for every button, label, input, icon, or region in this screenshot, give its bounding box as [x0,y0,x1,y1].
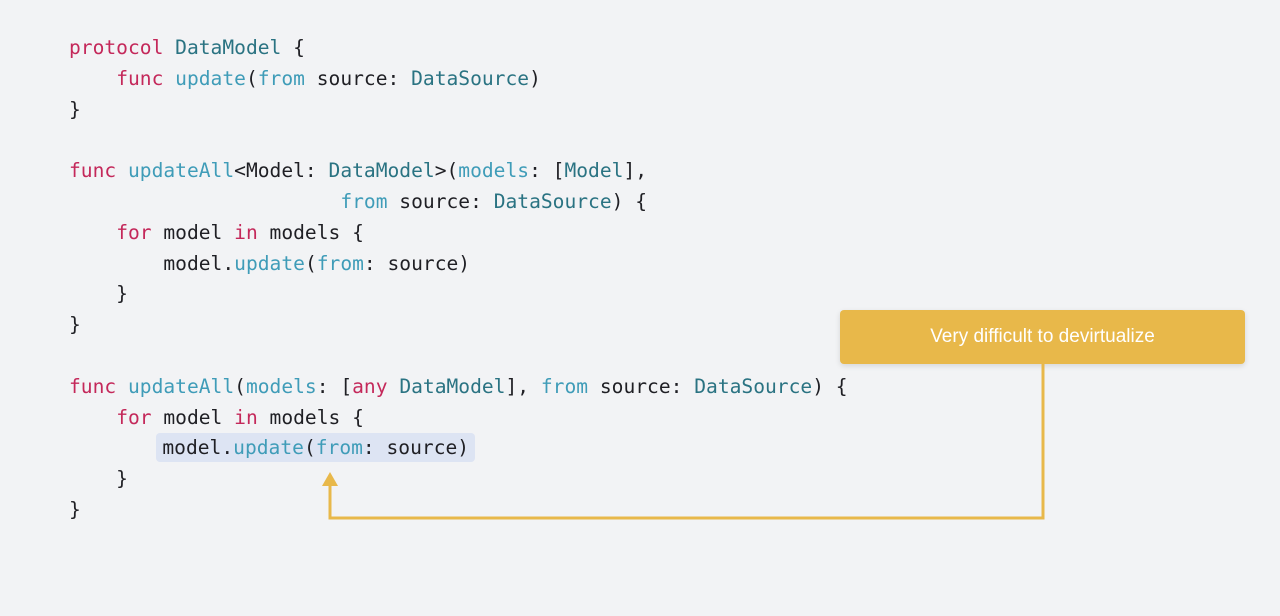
highlighted-call: model.update(from: source) [156,433,476,463]
code-line: model.update(from: source) [69,249,848,280]
code-text: >( [434,159,459,183]
code-line: func updateAll<Model: DataModel>(models:… [69,156,848,187]
code-text: source: [304,66,412,90]
code-identifier: update [234,251,305,275]
code-line: } [69,464,848,495]
code-text: source: [387,189,494,213]
code-identifier: from [340,189,388,213]
code-identifier: update [175,66,246,90]
callout-text: Very difficult to devirtualize [930,326,1155,347]
arrow-head-icon [322,472,338,486]
code-line: for model in models { [69,403,848,434]
code-keyword: in [234,405,258,429]
code-text: model [151,220,235,244]
code-line: protocol DataModel { [69,33,848,64]
code-text: } [69,97,81,121]
code-block: protocol DataModel { func update(from so… [69,33,848,526]
code-keyword: any [352,374,388,398]
code-line: } [69,279,848,310]
code-line: } [69,95,848,126]
code-text: ( [303,436,316,460]
code-identifier: updateAll [127,374,235,398]
code-type: DataSource [694,374,813,398]
code-text: model. [69,251,235,275]
code-type: DataModel [399,374,506,398]
code-text: model. [162,436,234,460]
code-text: : source) [363,251,471,275]
code-text: ], [623,159,648,183]
code-identifier: models [458,159,530,183]
code-keyword: protocol [69,36,164,59]
code-text: model [151,405,235,429]
code-line: model.update(from: source) [69,433,848,464]
code-line: } [69,495,848,526]
code-type: DataModel [175,36,282,59]
code-text: : [ [529,159,565,183]
code-identifier: from [257,66,305,90]
code-identifier: from [315,436,363,460]
code-text: : [ [316,374,353,398]
code-text: <Model: [234,159,329,183]
code-keyword: in [234,220,258,244]
code-text: models { [257,220,364,244]
callout-box: Very difficult to devirtualize [840,310,1245,364]
code-line: func updateAll(models: [any DataModel], … [69,372,848,403]
code-identifier: from [316,251,364,275]
code-identifier: models [245,374,317,398]
code-text: ) { [611,189,648,213]
code-text: } [69,313,81,337]
code-identifier: update [233,436,304,460]
code-text: models { [257,405,364,429]
code-text: ], [505,374,541,398]
code-line: for model in models { [69,218,848,249]
code-text: ( [245,66,258,90]
code-type: DataSource [493,189,612,213]
code-line: func update(from source: DataSource) [69,64,848,95]
code-line: from source: DataSource) { [69,187,848,218]
code-keyword: for [116,220,152,244]
code-text: ( [234,374,246,398]
code-text: ) [529,66,541,90]
code-identifier: updateAll [127,159,235,183]
code-type: Model [564,159,624,183]
code-text: ( [304,251,317,275]
code-text: } [69,282,128,306]
code-keyword: for [116,405,152,429]
code-line: } [69,310,848,341]
code-identifier: from [540,374,589,398]
code-keyword: func [69,159,117,183]
code-text: } [69,467,128,491]
code-type: DataSource [411,66,530,90]
code-keyword: func [69,374,117,398]
code-text: } [69,497,81,521]
code-text: source: [588,374,695,398]
code-text: ) { [812,374,848,398]
code-text: : source) [362,436,470,460]
code-type: DataModel [328,159,435,183]
code-keyword: func [116,66,164,90]
code-text: { [281,36,305,59]
